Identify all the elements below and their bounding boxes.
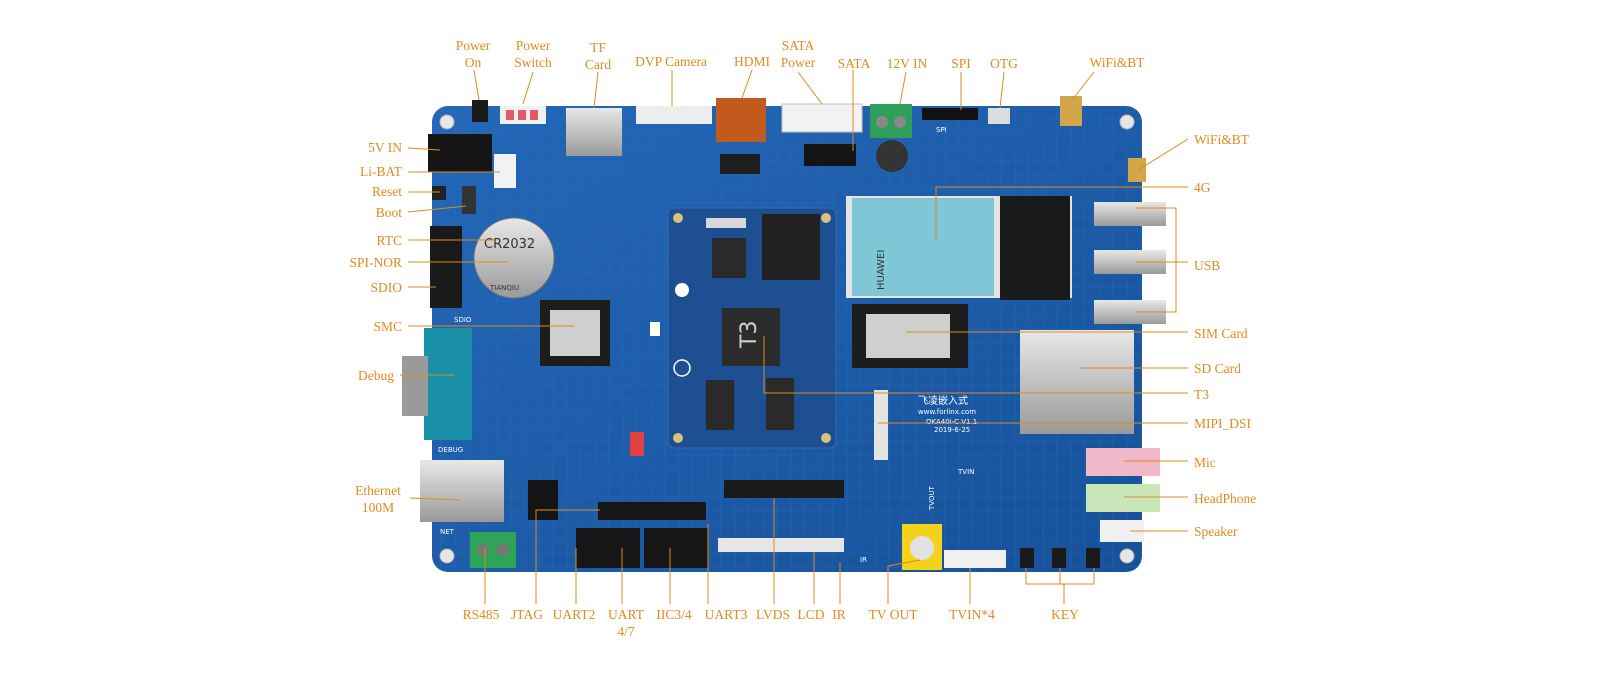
label-dvp-camera: DVP Camera [635,54,707,69]
label-debug: Debug [358,368,394,383]
label-power-switch: Power Switch [514,38,552,70]
label-smc: SMC [373,319,402,334]
top-connectors: SPI [472,96,1082,174]
label-iic34: IIC3/4 [656,607,692,622]
label-ir: IR [832,607,846,622]
module-brand: HUAWEI [876,250,887,290]
label-usb: USB [1194,258,1221,273]
silk-tvin: TVIN [957,468,974,476]
silk-ir: IR [860,556,867,564]
label-t3: T3 [1194,387,1209,402]
label-rtc: RTC [376,233,402,248]
label-key: KEY [1051,607,1079,622]
battery-mark: CR2032 [484,237,535,252]
label-headphone: HeadPhone [1194,491,1257,506]
label-boot: Boot [375,205,402,220]
label-tvin4: TVIN*4 [949,607,995,622]
label-spi-nor: SPI-NOR [349,255,402,270]
label-tv-out: TV OUT [868,607,918,622]
label-uart2: UART2 [552,607,596,622]
cpu-mark: T3 [737,321,762,349]
label-jtag: JTAG [511,607,543,622]
label-sata: SATA [837,56,871,71]
label-rs485: RS485 [462,607,500,622]
label-4g: 4G [1194,180,1211,195]
silk-sdio: SDIO [454,316,472,324]
battery-brand: TIANQIU [489,284,519,292]
label-mipi-dsi: MIPI_DSI [1194,416,1252,431]
label-uart3: UART3 [704,607,748,622]
label-power-on: Power On [455,38,491,70]
label-wifi-bt-right: WiFi&BT [1194,132,1249,147]
silk-web: www.forlinx.com [918,408,976,416]
silk-net: NET [440,528,455,536]
label-wifi-bt-top: WiFi&BT [1089,55,1145,70]
silk-debug: DEBUG [438,446,463,454]
label-uart47: UART 4/7 [608,607,644,639]
label-lcd: LCD [797,607,825,622]
label-sdio: SDIO [370,280,402,295]
label-sd-card: SD Card [1194,361,1241,376]
silk-brand: 飞凌嵌入式 [918,394,968,407]
core-module: T3 [650,207,837,449]
leader-lines [400,69,1189,604]
label-mic: Mic [1194,455,1216,470]
label-hdmi: HDMI [734,54,770,69]
left-components: SDIO CR2032 TIANQIU DEBUG NET [402,134,610,568]
label-otg: OTG [990,56,1018,71]
label-sata-power: SATA Power [780,38,816,70]
silk-spi: SPI [936,126,947,134]
label-reset: Reset [372,184,402,199]
label-12v-in: 12V IN [886,56,928,71]
label-sim-card: SIM Card [1194,326,1248,341]
label-lvds: LVDS [755,607,791,622]
label-5v-in: 5V IN [368,140,402,155]
label-li-bat: Li-BAT [360,164,402,179]
label-ethernet: Ethernet 100M [355,483,401,515]
silk-date: 2019-6-25 [934,426,970,434]
bottom-headers: IR TVOUT TVIN [576,390,1100,570]
label-tf-card: TF Card [584,40,612,72]
label-spi: SPI [951,56,971,71]
silk-model: OKA40i-C V1.1 [926,418,977,426]
silk-tvout: TVOUT [928,485,936,511]
label-speaker: Speaker [1194,524,1238,539]
